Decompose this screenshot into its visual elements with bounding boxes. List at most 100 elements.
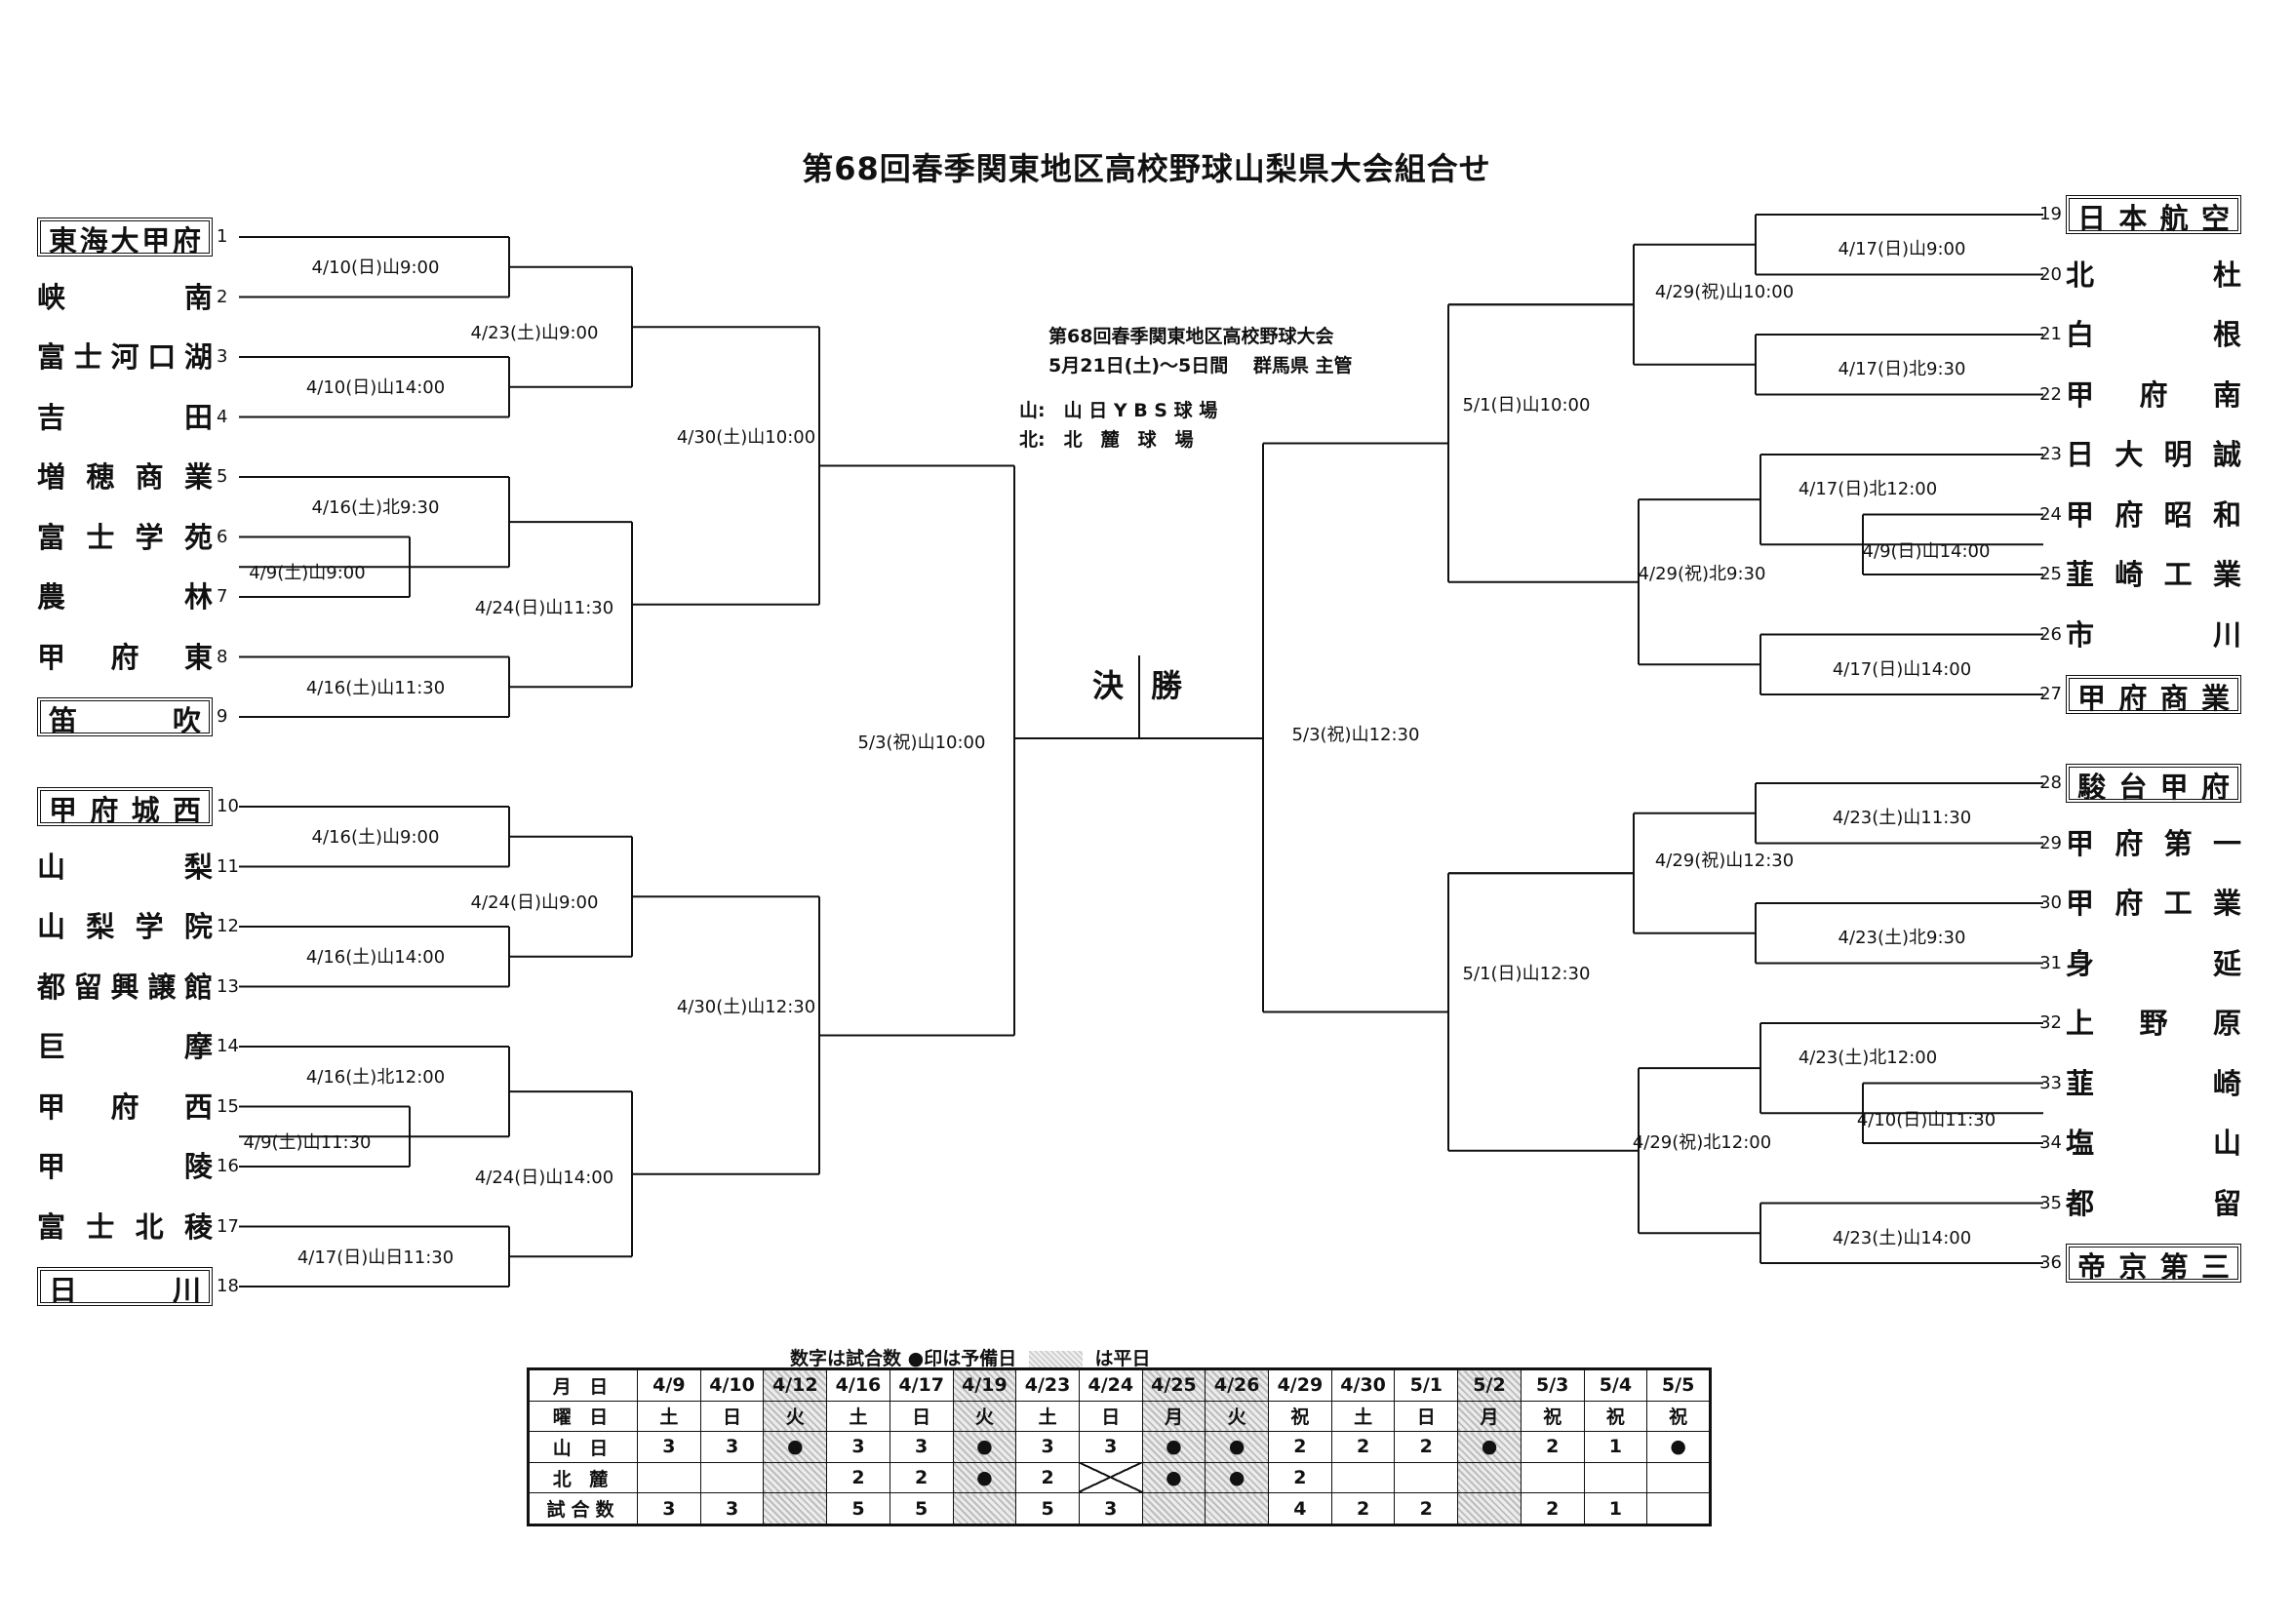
game-label: 5/1(日)山12:30 [1462, 964, 1591, 985]
schedule-cell: 4/16 [826, 1368, 890, 1402]
team-name: 韮崎工業 [2066, 558, 2241, 591]
schedule-cell: 土 [1015, 1400, 1080, 1433]
schedule-cell: 5/1 [1394, 1368, 1459, 1402]
game-label: 4/24(日)山9:00 [470, 892, 599, 914]
schedule-cell: 2 [1015, 1461, 1080, 1494]
schedule-cell: 5 [826, 1492, 890, 1525]
schedule-cell: 4/29 [1268, 1368, 1332, 1402]
game-label: 4/23(土)北9:30 [1838, 928, 1966, 948]
schedule-cell: 5/2 [1457, 1368, 1522, 1402]
schedule-cell: 祝 [1646, 1400, 1711, 1433]
schedule-row-label: 曜 日 [528, 1400, 638, 1433]
schedule-cell: 1 [1583, 1431, 1648, 1463]
team-number: 36 [2039, 1252, 2062, 1273]
team-number: 3 [217, 346, 228, 367]
team-number: 18 [217, 1276, 239, 1296]
schedule-cell: 土 [637, 1400, 701, 1433]
game-label: 4/23(土)山14:00 [1832, 1227, 1972, 1248]
schedule-cell: 祝 [1520, 1400, 1585, 1433]
team-name: 甲府昭和 [2066, 497, 2241, 532]
team-number: 17 [217, 1215, 239, 1237]
team-number: 23 [2039, 444, 2062, 464]
schedule-row-label: 山 日 [528, 1431, 638, 1463]
game-label: 4/16(土)山9:00 [311, 827, 440, 848]
game-label: 4/17(日)山日11:30 [297, 1247, 455, 1268]
schedule-cell: 日 [1394, 1400, 1459, 1433]
team-name: 甲府西 [37, 1089, 213, 1124]
weekday-shade-sample [1028, 1350, 1083, 1368]
schedule-cell: 4/24 [1078, 1368, 1143, 1402]
team-number: 30 [2039, 892, 2062, 913]
page-title: 第68回春季関東地区高校野球山梨県大会組合せ [802, 150, 1491, 187]
game-label: 4/29(祝)北9:30 [1638, 563, 1766, 584]
game-label: 4/16(土)北12:00 [305, 1067, 446, 1088]
team-name: 富士学苑 [37, 520, 213, 554]
schedule-cell: 4/30 [1330, 1368, 1396, 1402]
schedule-cell [952, 1492, 1017, 1525]
legend-text: 数字は試合数 ●印は予備日 [790, 1348, 1017, 1369]
schedule-legend: 数字は試合数 ●印は予備日 は平日 [790, 1344, 1150, 1370]
team-number: 6 [217, 526, 228, 547]
team-name: 笛吹 [37, 697, 213, 737]
schedule-cell: ● [1141, 1461, 1206, 1494]
schedule-cell [1457, 1461, 1522, 1494]
team-number: 5 [217, 466, 228, 487]
game-label: 4/16(土)北9:30 [311, 497, 440, 518]
schedule-cell: 2 [1520, 1431, 1585, 1463]
game-label: 4/30(土)山12:30 [676, 997, 816, 1018]
team-number: 14 [217, 1036, 239, 1056]
team-name: 塩山 [2066, 1127, 2241, 1160]
team-number: 32 [2039, 1012, 2062, 1033]
team-number: 21 [2039, 324, 2062, 344]
game-label: 4/23(土)北12:00 [1798, 1048, 1938, 1068]
game-label: 4/17(日)北12:00 [1798, 479, 1938, 499]
schedule-cell: 2 [889, 1461, 954, 1494]
game-label: 4/29(祝)山10:00 [1654, 282, 1795, 303]
schedule-cell: 祝 [1583, 1400, 1648, 1433]
game-label: 4/17(日)北9:30 [1838, 359, 1966, 379]
team-number: 15 [217, 1095, 239, 1117]
team-number: 10 [217, 796, 239, 816]
schedule-cell: ● [1205, 1431, 1270, 1463]
schedule-cell: ● [1205, 1461, 1270, 1494]
team-name: 市川 [2066, 617, 2241, 652]
team-number: 24 [2039, 503, 2062, 525]
team-number: 20 [2039, 263, 2062, 285]
team-number: 4 [217, 406, 228, 427]
team-number: 25 [2039, 564, 2062, 584]
team-number: 31 [2039, 952, 2062, 973]
schedule-cell: ● [1457, 1431, 1522, 1463]
schedule-cell: 2 [1268, 1431, 1332, 1463]
team-number: 16 [217, 1156, 239, 1176]
game-label: 5/1(日)山10:00 [1462, 395, 1591, 416]
team-number: 27 [2039, 684, 2062, 704]
schedule-cell [699, 1461, 765, 1494]
schedule-cell: ● [1141, 1431, 1206, 1463]
game-label: 4/29(祝)山12:30 [1654, 851, 1795, 872]
team-number: 1 [217, 226, 228, 247]
schedule-cell [637, 1461, 701, 1494]
game-label: 4/17(日)山9:00 [1838, 239, 1966, 259]
team-name: 甲府東 [37, 640, 213, 674]
team-name: 日大明誠 [2066, 438, 2241, 471]
schedule-cell: 3 [637, 1431, 701, 1463]
schedule-cell: 4/25 [1141, 1368, 1206, 1402]
schedule-cell: 2 [1330, 1492, 1396, 1525]
schedule-cell: 5/3 [1520, 1368, 1585, 1402]
team-number: 28 [2039, 772, 2062, 793]
game-label: 5/3(祝)山10:00 [857, 733, 986, 753]
game-label: 4/16(土)山11:30 [305, 677, 446, 698]
schedule-cell: 5 [1015, 1492, 1080, 1525]
schedule-cell: 2 [1268, 1461, 1332, 1494]
game-label: 4/9(日)山14:00 [1862, 541, 1991, 563]
schedule-cell: 4/12 [763, 1368, 828, 1402]
schedule-cell: 3 [699, 1492, 765, 1525]
game-label: 4/9(土)山9:00 [249, 563, 366, 584]
schedule-cell: 火 [1205, 1400, 1270, 1433]
team-name: 上野原 [2066, 1007, 2241, 1040]
schedule-cell: 2 [1520, 1492, 1585, 1525]
schedule-cell: 祝 [1268, 1400, 1332, 1433]
team-name: 甲陵 [37, 1150, 213, 1183]
schedule-cell: 5/4 [1583, 1368, 1648, 1402]
